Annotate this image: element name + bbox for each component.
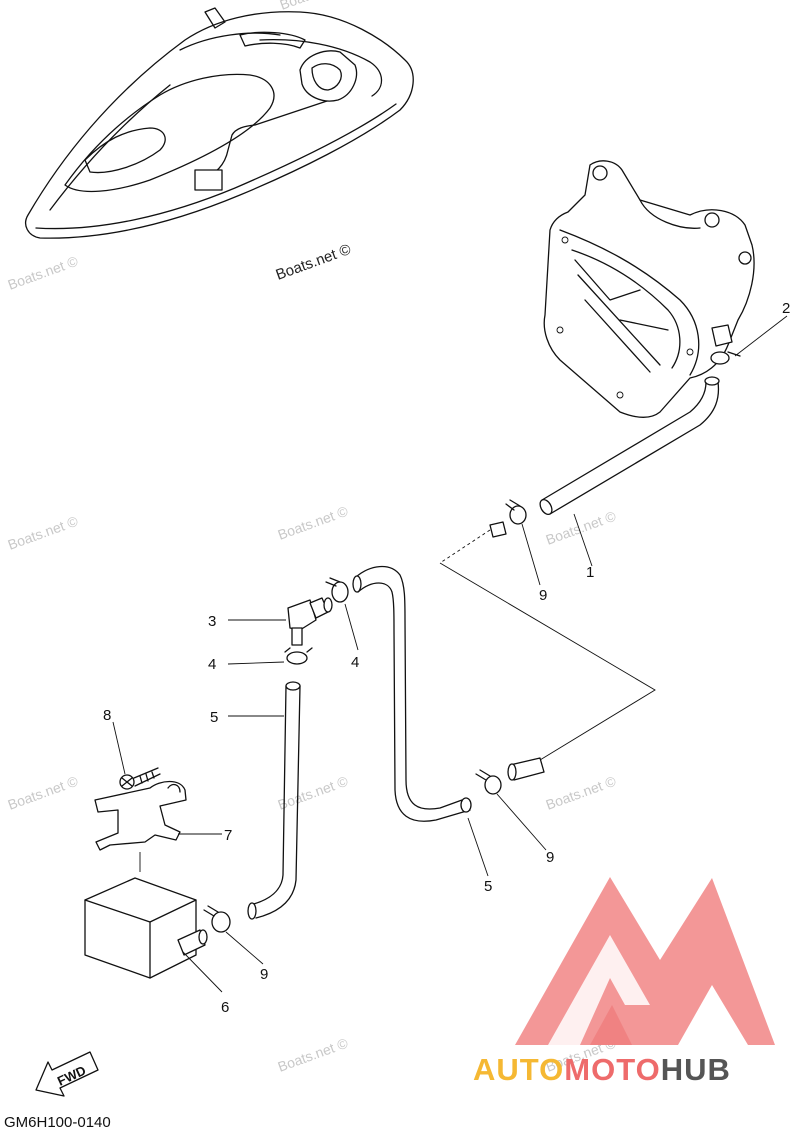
svg-text:AUTOMOTOHUB: AUTOMOTOHUB bbox=[473, 1052, 731, 1087]
watermark: Boats.net © bbox=[276, 502, 351, 542]
callout-9-upper: 9 bbox=[539, 587, 547, 604]
watermark: Boats.net © bbox=[278, 0, 353, 13]
callout-2: 2 bbox=[782, 300, 790, 317]
clamp-9-lower bbox=[203, 905, 231, 933]
callout-9-lower: 9 bbox=[260, 966, 268, 983]
hose-5-center bbox=[352, 565, 472, 822]
diagram-code: GM6H100-0140 bbox=[4, 1114, 111, 1131]
box-6 bbox=[84, 877, 208, 979]
callout-9-middle: 9 bbox=[546, 849, 554, 866]
callout-5-right: 5 bbox=[484, 878, 492, 895]
clamp-9-middle bbox=[475, 757, 545, 795]
watermark: Boats.net © bbox=[544, 507, 619, 547]
watercraft-overview bbox=[25, 7, 414, 239]
watermark: Boats.net © bbox=[276, 772, 351, 812]
logo-text-moto: MOTO bbox=[564, 1052, 660, 1087]
callout-6: 6 bbox=[221, 999, 229, 1016]
callout-4-left: 4 bbox=[208, 656, 216, 673]
watermark: Boats.net © bbox=[6, 772, 81, 812]
watermark: Boats.net © bbox=[6, 252, 81, 292]
watermark: Boats.net © bbox=[276, 1034, 351, 1074]
callout-3: 3 bbox=[208, 613, 216, 630]
hose-1 bbox=[539, 376, 720, 516]
clamp-4-right bbox=[325, 577, 349, 603]
logo-text-auto: AUTO bbox=[473, 1052, 564, 1087]
logo-text-hub: HUB bbox=[661, 1052, 731, 1087]
callout-4-right: 4 bbox=[351, 654, 359, 671]
callout-1: 1 bbox=[586, 564, 594, 581]
clamp-4-left bbox=[284, 647, 313, 665]
hose-5-left bbox=[247, 681, 301, 920]
callout-8: 8 bbox=[103, 707, 111, 724]
bracket-7 bbox=[94, 780, 187, 851]
clamp-9-upper bbox=[439, 499, 527, 564]
watermark: Boats.net © bbox=[544, 772, 619, 812]
callout-5-left: 5 bbox=[210, 709, 218, 726]
automotohub-logo: AUTOMOTOHUB bbox=[473, 877, 775, 1087]
fwd-arrow-icon: FWD bbox=[35, 1051, 99, 1097]
watermark: Boats.net © bbox=[6, 512, 81, 552]
callout-leaders bbox=[112, 315, 788, 993]
callout-labels: 1 2 3 4 4 5 5 6 7 8 9 9 9 bbox=[103, 300, 790, 1016]
watermark-main: Boats.net © bbox=[274, 241, 354, 284]
callout-7: 7 bbox=[224, 827, 232, 844]
elbow-connector-3 bbox=[287, 597, 333, 646]
triangle-logo-icon bbox=[515, 877, 775, 1045]
screw-8 bbox=[119, 767, 161, 790]
jet-pump-housing bbox=[543, 160, 755, 418]
routing-line bbox=[439, 562, 656, 761]
